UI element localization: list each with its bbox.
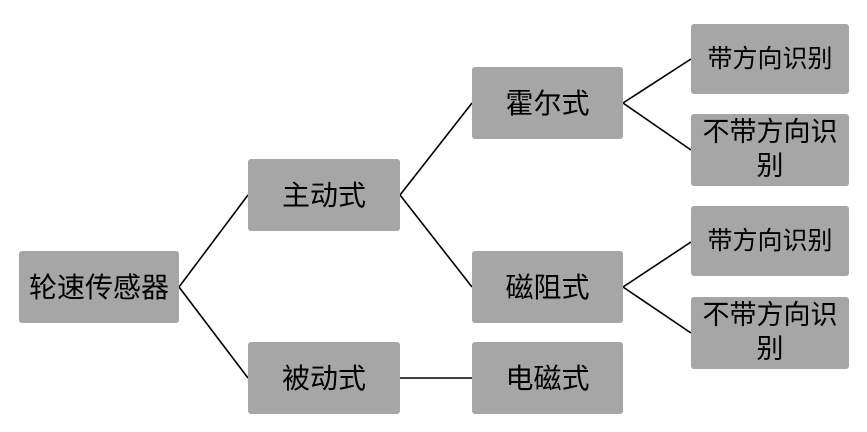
node-hall-with-direction: 带方向识别 xyxy=(691,24,849,94)
node-hall-without-direction: 不带方向识别 xyxy=(691,114,849,186)
node-magnetoresistive-type: 磁阻式 xyxy=(472,251,623,323)
node-label: 带方向识别 xyxy=(707,44,833,74)
edge-active-hall xyxy=(399,102,473,196)
edge-hall-nodir xyxy=(622,102,692,151)
node-mr-without-direction: 不带方向识别 xyxy=(691,297,849,369)
node-label: 电磁式 xyxy=(505,361,590,395)
edge-mr-dir xyxy=(622,241,692,288)
edge-root-active xyxy=(178,194,249,288)
edge-active-mr xyxy=(399,194,473,288)
node-electromagnetic-type: 电磁式 xyxy=(472,342,623,414)
node-label: 主动式 xyxy=(281,178,366,212)
node-hall-type: 霍尔式 xyxy=(472,67,623,139)
node-label: 被动式 xyxy=(281,361,366,395)
node-mr-with-direction: 带方向识别 xyxy=(691,206,849,276)
node-label: 不带方向识别 xyxy=(702,117,838,182)
node-label: 霍尔式 xyxy=(505,86,590,120)
node-active-type: 主动式 xyxy=(248,159,400,231)
edge-hall-dir xyxy=(622,58,692,104)
edge-root-passive xyxy=(178,286,249,379)
node-wheel-speed-sensor: 轮速传感器 xyxy=(19,251,179,323)
edge-mr-nodir xyxy=(622,286,692,334)
node-passive-type: 被动式 xyxy=(248,342,400,414)
node-label: 不带方向识别 xyxy=(702,300,838,365)
node-label: 轮速传感器 xyxy=(28,270,169,304)
node-label: 带方向识别 xyxy=(707,226,833,256)
node-label: 磁阻式 xyxy=(505,270,590,304)
